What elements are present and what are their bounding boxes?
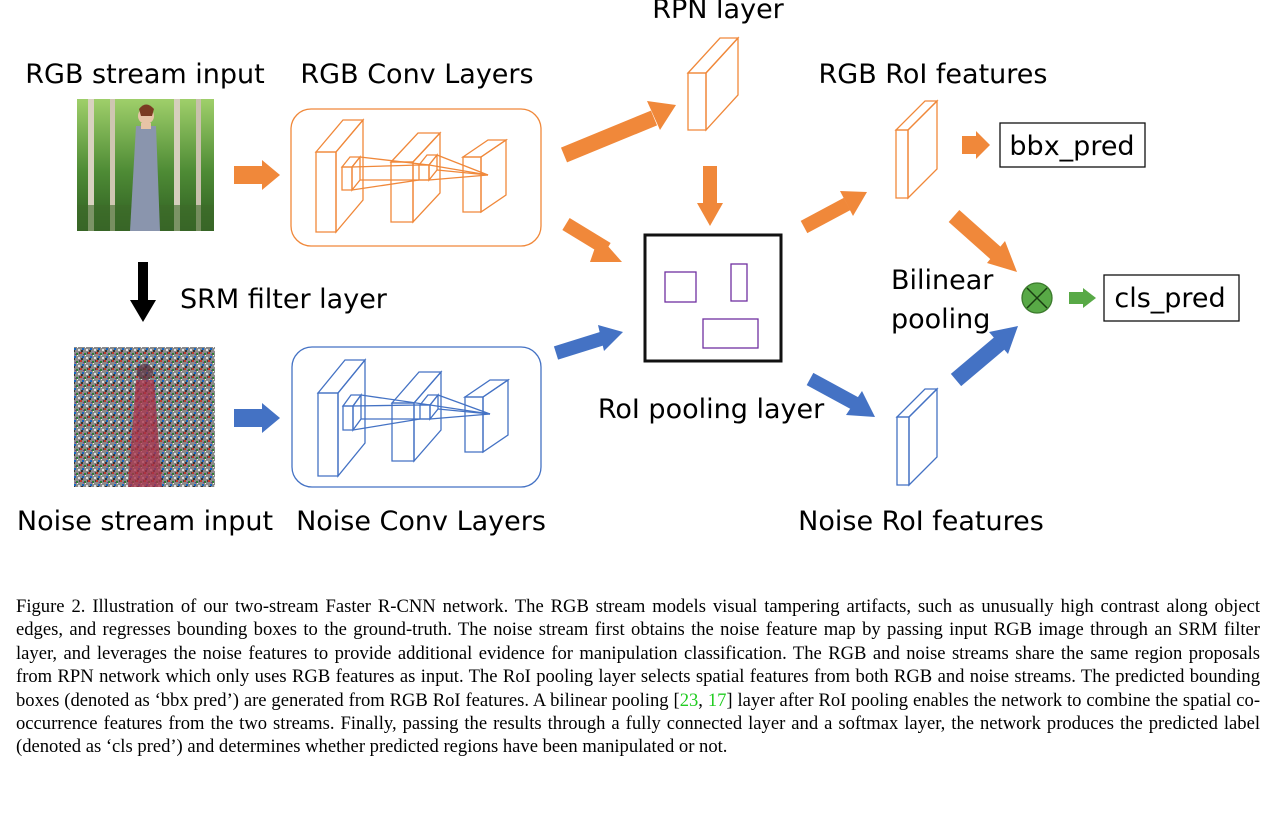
noise-conv-layers-label: Noise Conv Layers xyxy=(296,506,546,537)
arrow-noise-input-to-conv xyxy=(234,403,280,433)
bilinear-label: Bilinear xyxy=(891,265,994,296)
arrow-rgb-conv-to-roi-pool xyxy=(562,218,622,262)
arrow-roi-pool-to-noise-roi xyxy=(806,372,875,417)
arrow-rgb-conv-to-rpn xyxy=(560,101,676,163)
rgb-conv-layers-box xyxy=(290,108,542,247)
rgb-input-image xyxy=(77,99,214,231)
arrow-rgb-roi-to-bilinear xyxy=(948,210,1017,272)
arrow-roi-pool-to-rgb-roi xyxy=(800,191,867,234)
bilinear-pooling-node xyxy=(1021,282,1053,314)
bbx-pred-box: bbx_pred xyxy=(999,122,1146,168)
srm-arrow xyxy=(130,262,156,322)
rgb-roi-features-block xyxy=(894,99,939,200)
figure-caption: Figure 2. Illustration of our two-stream… xyxy=(16,595,1260,759)
arrow-bilinear-to-cls xyxy=(1069,288,1096,308)
noise-roi-features-label: Noise RoI features xyxy=(798,506,1044,537)
cls-pred-label: cls_pred xyxy=(1114,283,1225,314)
bbx-pred-label: bbx_pred xyxy=(1009,131,1134,162)
network-diagram: RGB stream input RGB Conv Layers RPN lay… xyxy=(17,0,1240,537)
caption-sep: , xyxy=(698,689,708,711)
arrow-noise-roi-to-bilinear xyxy=(950,326,1018,387)
caption-text-2: ] layer after RoI pooling enables the ne… xyxy=(16,689,1261,758)
cls-pred-box: cls_pred xyxy=(1103,274,1240,322)
roi-pooling-box xyxy=(643,233,783,363)
rgb-stream-input-label: RGB stream input xyxy=(25,59,264,90)
noise-roi-features-block xyxy=(895,387,939,487)
noise-stream-input-label: Noise stream input xyxy=(17,506,273,537)
noise-conv-layers-box xyxy=(291,346,542,488)
pooling-label: pooling xyxy=(891,304,990,335)
rgb-roi-features-label: RGB RoI features xyxy=(819,59,1048,90)
srm-filter-layer-label: SRM filter layer xyxy=(180,284,388,315)
rpn-layer-block xyxy=(686,36,740,132)
noise-input-image xyxy=(74,347,215,487)
arrow-noise-conv-to-roi-pool xyxy=(553,325,623,360)
arrow-rgb-roi-to-bbx xyxy=(962,131,990,159)
arrow-rgb-input-to-conv xyxy=(234,160,280,190)
citation-link-17[interactable]: 17 xyxy=(707,689,727,711)
arrow-rpn-to-roi-pool xyxy=(697,166,723,226)
rgb-conv-layers-label: RGB Conv Layers xyxy=(300,59,533,90)
citation-link-23[interactable]: 23 xyxy=(679,689,699,711)
caption-text-1: Figure 2. Illustration of our two-stream… xyxy=(16,596,1260,711)
roi-pooling-layer-label: RoI pooling layer xyxy=(598,394,825,425)
rpn-layer-label: RPN layer xyxy=(652,0,784,25)
